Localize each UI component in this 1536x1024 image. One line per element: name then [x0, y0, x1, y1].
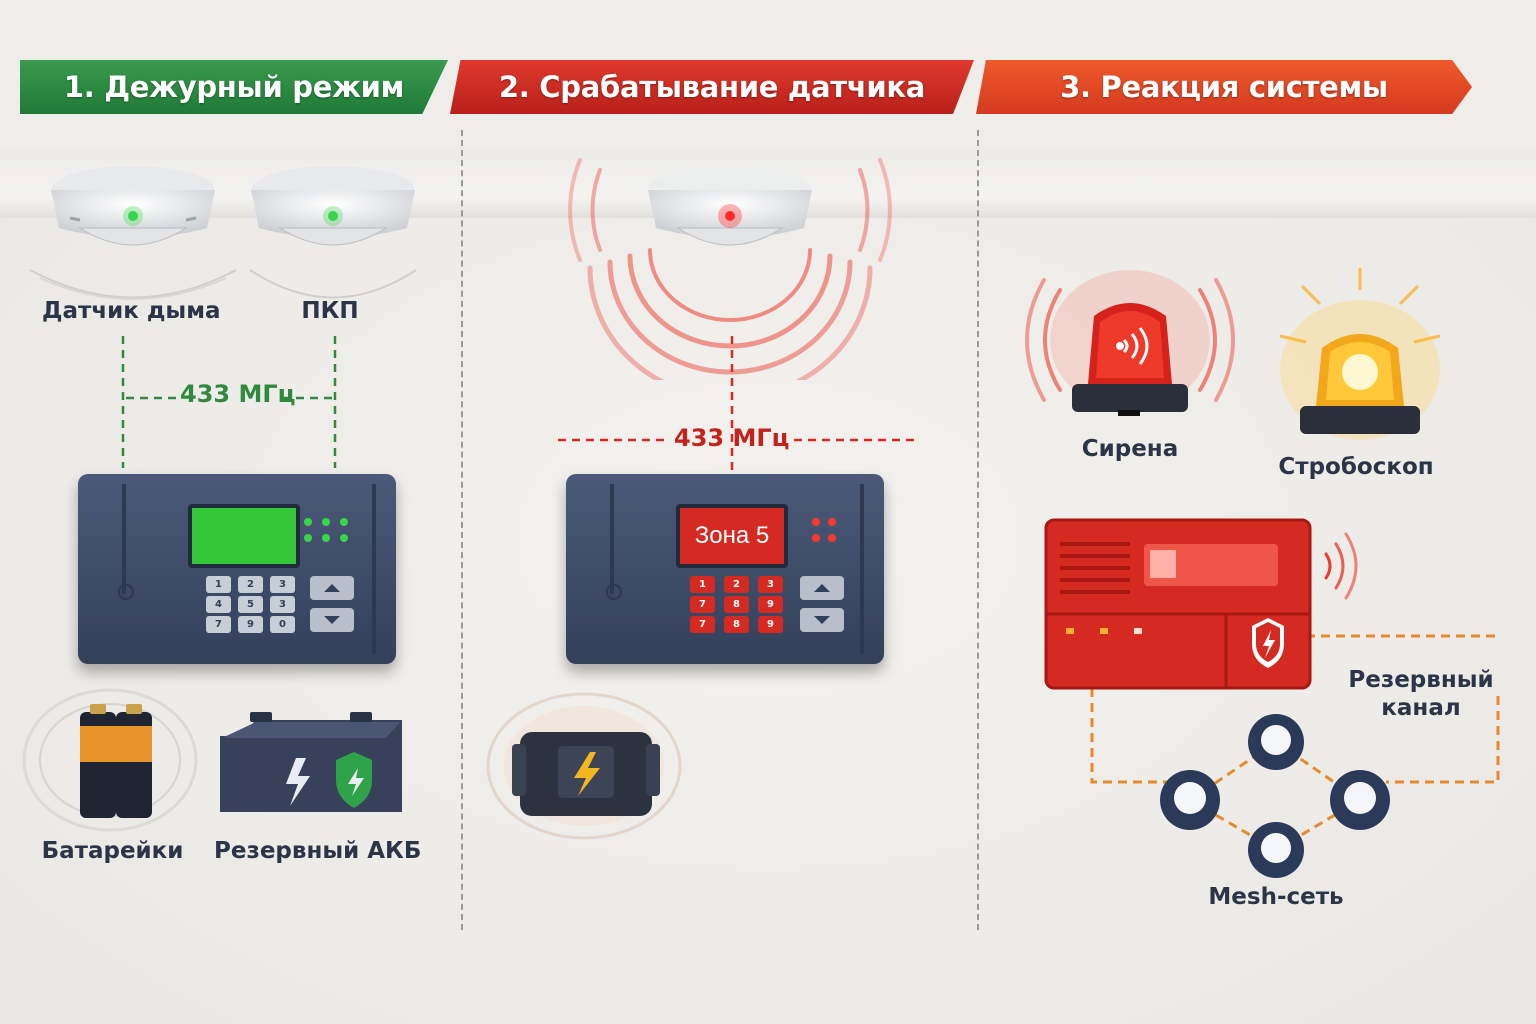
divider-1: [461, 130, 463, 930]
backup-channel-label: Резервный канал: [1348, 667, 1494, 721]
mesh-node-icons: [1160, 714, 1390, 878]
backup-battery-icon: [220, 712, 402, 812]
smoke-detector-alarm-icon: [648, 166, 812, 246]
keypad-key[interactable]: 3: [758, 576, 783, 593]
control-panel-label: ПКП: [301, 298, 359, 324]
stage-1-power: [22, 688, 402, 832]
up-arrow-button[interactable]: [800, 576, 844, 600]
stage-2-radio-link: [558, 336, 920, 470]
stage-2-display: Зона 5: [676, 504, 788, 568]
smoke-detector-label: Датчик дыма: [42, 298, 221, 324]
siren-label: Сирена: [1081, 436, 1179, 462]
keypad-key[interactable]: 0: [270, 616, 295, 633]
divider-2: [977, 130, 979, 930]
stage-3-title: 3. Реакция системы: [1060, 70, 1388, 104]
keypad-key[interactable]: 9: [758, 616, 783, 633]
stage-1-title: 1. Дежурный режим: [63, 70, 405, 104]
stage-2-triggered-detector: [568, 158, 892, 380]
keypad-key[interactable]: 7: [206, 616, 231, 633]
keypad-key[interactable]: 4: [206, 596, 231, 613]
smoke-detector-icon: [29, 166, 237, 300]
keypad-key[interactable]: 2: [724, 576, 749, 593]
stage-1-display: [188, 504, 300, 568]
keypad-key[interactable]: 1: [206, 576, 231, 593]
stage-1-radio-link: [121, 336, 337, 468]
keypad-key[interactable]: 8: [724, 616, 749, 633]
keypad-key[interactable]: 9: [238, 616, 263, 633]
stage-2-control-panel: Зона 5 1 2 3 7 8 9 7 8 9: [566, 474, 884, 664]
batteries-label: Батарейки: [41, 838, 184, 864]
siren-icon: [1025, 270, 1235, 416]
stage-2-title: 2. Срабатывание датчика: [498, 70, 926, 104]
backup-battery-label: Резервный АКБ: [214, 838, 422, 864]
stage-2-backup-power: [486, 692, 682, 840]
batteries-icon: [22, 688, 198, 832]
alarm-control-unit-icon: [1044, 518, 1358, 690]
keypad-key[interactable]: 2: [238, 576, 263, 593]
keypad-key[interactable]: 9: [758, 596, 783, 613]
stage-2-banner: 2. Срабатывание датчика: [450, 60, 974, 114]
stage-1-detectors: [29, 166, 417, 300]
keypad-key[interactable]: 8: [724, 596, 749, 613]
stage-3-banner: 3. Реакция системы: [976, 60, 1472, 114]
stage-1-banner: 1. Дежурный режим: [20, 60, 448, 114]
power-module-icon: [486, 692, 682, 840]
keypad-key[interactable]: 7: [690, 596, 715, 613]
stage-1-control-panel: 1 2 3 4 5 3 7 9 0: [78, 474, 396, 664]
stage-3-signals: [1025, 268, 1440, 440]
strobe-icon: [1279, 268, 1440, 440]
up-arrow-button[interactable]: [310, 576, 354, 600]
zone-display-text: Зона 5: [694, 522, 770, 549]
down-arrow-button[interactable]: [800, 608, 844, 632]
stage-3-alarm-unit: [1044, 518, 1500, 878]
down-arrow-button[interactable]: [310, 608, 354, 632]
stage-2-frequency: 433 МГц: [674, 424, 790, 452]
stage-1-frequency: 433 МГц: [180, 380, 296, 408]
strobe-label: Стробоскоп: [1278, 454, 1434, 480]
keypad-key[interactable]: 3: [270, 596, 295, 613]
mesh-network-label: Mesh-сеть: [1208, 884, 1344, 910]
keypad-key[interactable]: 1: [690, 576, 715, 593]
keypad-key[interactable]: 7: [690, 616, 715, 633]
keypad-key[interactable]: 5: [238, 596, 263, 613]
control-panel-detector-icon: [249, 166, 417, 299]
keypad-key[interactable]: 3: [270, 576, 295, 593]
